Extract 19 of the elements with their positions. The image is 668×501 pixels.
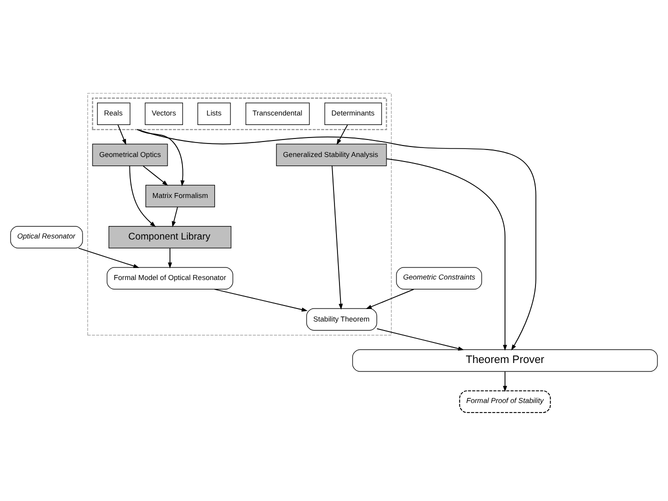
arrow [376,328,464,351]
cluster [92,98,388,130]
arrow [78,248,140,268]
arrow [118,124,126,145]
arrow [172,206,178,228]
arrow [136,129,185,186]
cluster [87,92,392,336]
arrow [336,124,348,145]
arrow [366,288,414,309]
node-box: Component Library [108,226,232,248]
arrow [168,248,172,268]
node-box: Theorem Prover [352,349,658,372]
arrow [214,288,308,312]
arrow [129,166,156,228]
arrow [502,371,508,392]
arrow [142,166,168,186]
arrow [136,129,536,351]
arrow [386,158,508,351]
arrow [332,166,343,310]
